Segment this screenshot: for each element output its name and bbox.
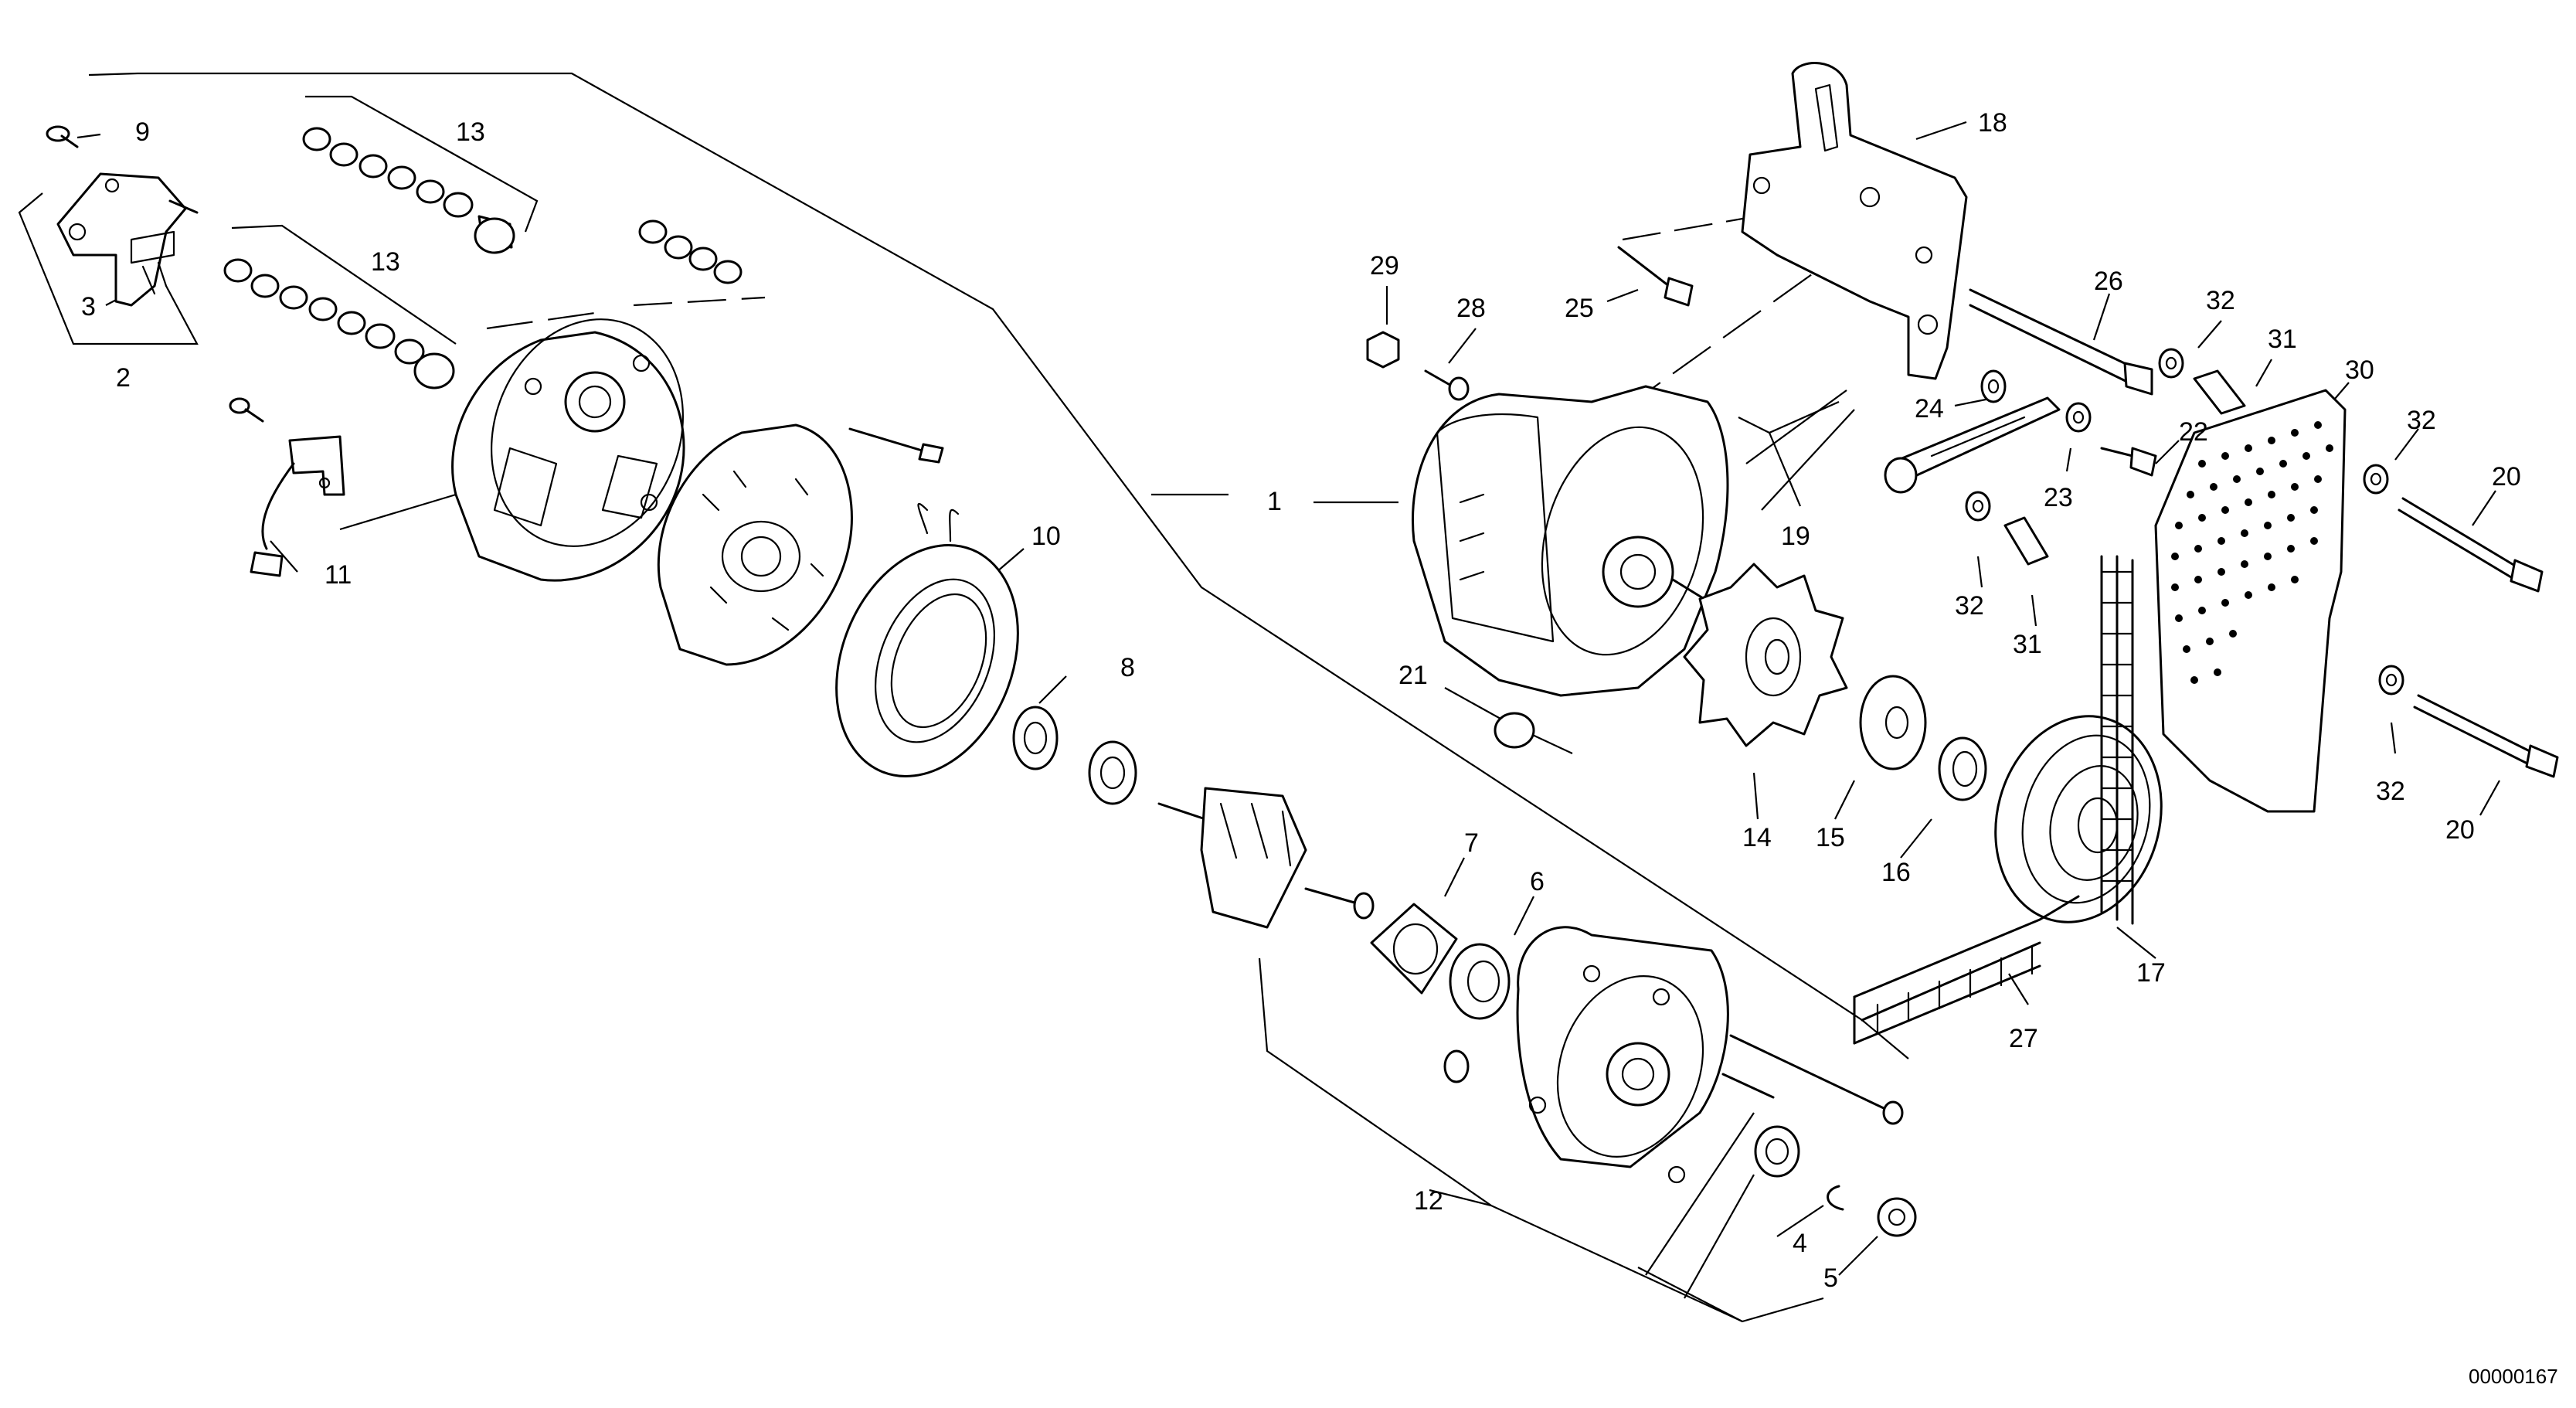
callout-4: 4 [1793, 1229, 1807, 1258]
washer-24 [1980, 369, 2007, 403]
spacer-15 [1859, 675, 1927, 770]
callout-31-left: 31 [2013, 630, 2042, 659]
rear-housing [451, 318, 685, 582]
fan-14 [1683, 563, 1848, 747]
callout-1: 1 [1267, 487, 1282, 516]
callout-21: 21 [1398, 661, 1428, 690]
callout-7: 7 [1464, 828, 1479, 858]
bolt-20-upper [2398, 497, 2544, 593]
callout-25: 25 [1565, 294, 1594, 323]
callout-32-left: 32 [1955, 591, 1984, 621]
callout-31-right: 31 [2268, 325, 2297, 354]
adjuster-strap-19 [1884, 396, 2061, 494]
callout-10: 10 [1031, 522, 1061, 551]
callout-32-right-lower: 32 [2376, 777, 2405, 806]
callout-23: 23 [2044, 483, 2073, 512]
callout-3: 3 [81, 292, 96, 321]
washer-32-right-upper [2363, 464, 2389, 495]
mounting-bracket-18 [1741, 62, 1968, 380]
callout-30: 30 [2345, 355, 2374, 385]
callout-28: 28 [1456, 294, 1486, 323]
callout-15: 15 [1816, 823, 1845, 852]
callout-9: 9 [135, 117, 150, 147]
nut-29 [1366, 331, 1400, 369]
nut-washer-set-13b [223, 258, 455, 389]
nut-group-small [638, 219, 743, 284]
callout-17: 17 [2136, 958, 2166, 988]
callout-20-upper: 20 [2492, 462, 2521, 491]
callout-29: 29 [1370, 251, 1399, 281]
voltage-regulator-3 [56, 172, 199, 307]
stator-10 [835, 502, 1019, 778]
callout-32-right-upper: 32 [2407, 406, 2436, 435]
bolt-26 [1969, 288, 2153, 396]
callout-26: 26 [2094, 267, 2123, 296]
belt-guard-30 [2154, 389, 2347, 813]
washer-23 [2065, 402, 2092, 433]
callout-27: 27 [2009, 1024, 2038, 1053]
callout-32-top: 32 [2206, 286, 2235, 315]
spacer-16 [1938, 736, 1987, 801]
callout-24: 24 [1915, 394, 1944, 423]
callouts: 9 3 2 13 13 11 10 1 8 7 6 12 4 5 29 28 2… [81, 108, 2521, 1293]
washer-32-upper [2158, 348, 2184, 379]
callout-5: 5 [1823, 1263, 1838, 1293]
bearing-6 [1449, 943, 1511, 1020]
pulley-17 [1994, 715, 2163, 923]
callout-14: 14 [1742, 823, 1772, 852]
callout-11: 11 [325, 560, 352, 590]
bearing-8 [1012, 706, 1137, 805]
washer-32-right-lower [2378, 665, 2404, 695]
bearing-retainer-7 [1370, 903, 1458, 995]
callout-16: 16 [1881, 858, 1911, 887]
sleeve-31-left [2003, 516, 2049, 566]
terminal-11 [229, 397, 345, 577]
nut-washer-4-5 [1754, 1125, 1917, 1237]
callout-19: 19 [1781, 522, 1810, 551]
screw-9 [46, 125, 79, 148]
belt-27 [1853, 555, 2134, 1045]
callout-12: 12 [1414, 1186, 1443, 1216]
callout-18: 18 [1978, 108, 2007, 138]
sleeve-31-right [2193, 369, 2246, 415]
washer-32-left [1965, 491, 1991, 522]
callout-22: 22 [2179, 417, 2208, 447]
reference-number: 00000167 [2469, 1365, 2558, 1388]
bolt-20-lower [2413, 694, 2559, 778]
bolt-25 [1617, 246, 1694, 307]
through-bolts [1721, 1034, 1904, 1125]
bolt-22 [2100, 447, 2157, 477]
nut-washer-set-13a [302, 127, 515, 254]
alternator-assembly-1 [1412, 385, 1729, 749]
callout-13-upper: 13 [456, 117, 485, 147]
rectifier-plate [657, 423, 944, 666]
callout-6: 6 [1530, 867, 1545, 896]
bolt-28 [1424, 369, 1470, 401]
callout-20-lower: 20 [2445, 815, 2475, 845]
callout-2: 2 [116, 363, 131, 393]
callout-8: 8 [1120, 653, 1135, 682]
rotor [1157, 787, 1375, 929]
drive-end-housing [1443, 926, 1729, 1184]
callout-13-lower: 13 [371, 247, 400, 277]
